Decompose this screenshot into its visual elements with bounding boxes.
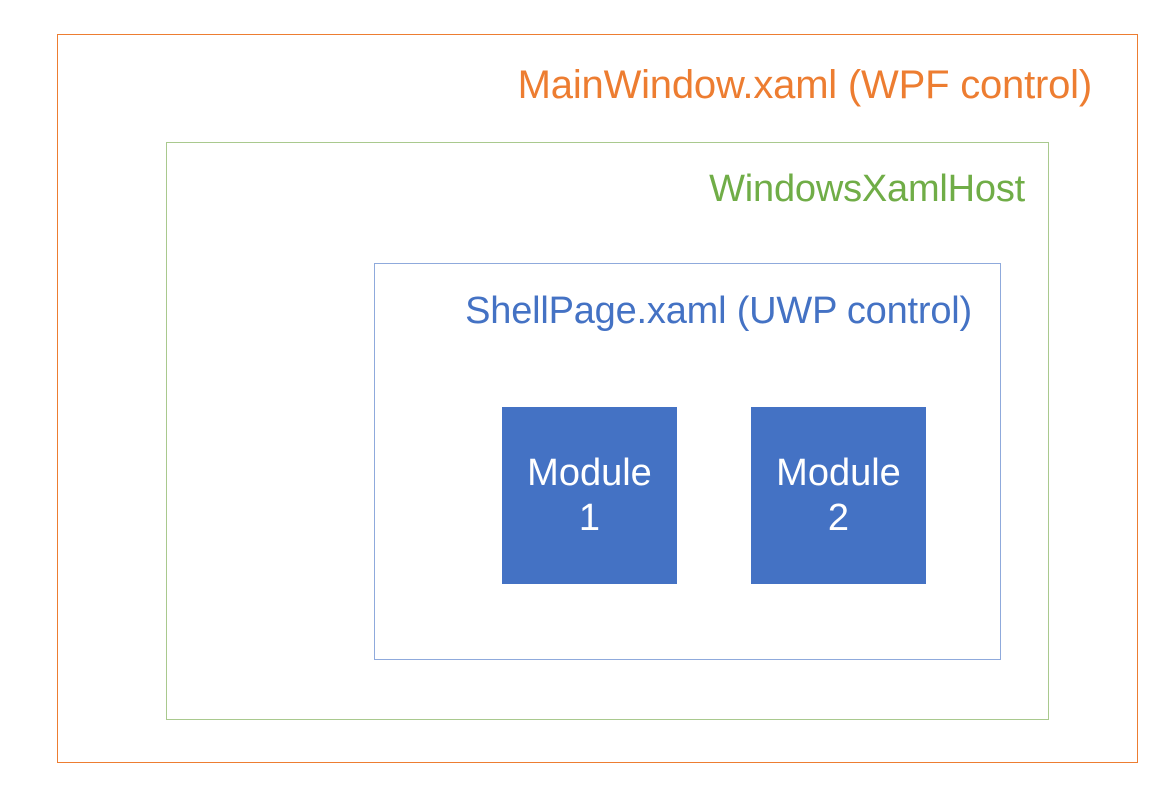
module-box-2: Module 2 (751, 407, 926, 584)
module-group: Module 1 Module 2 (502, 407, 1053, 584)
module-2-number: 2 (827, 496, 850, 539)
module-box-1: Module 1 (502, 407, 677, 584)
wpf-mainwindow-label: MainWindow.xaml (WPF control) (517, 63, 1093, 107)
module-1-name: Module (527, 451, 652, 494)
module-1-number: 1 (578, 496, 601, 539)
shellpage-container: ShellPage.xaml (UWP control) Module 1 Mo… (374, 263, 1001, 660)
shellpage-label: ShellPage.xaml (UWP control) (465, 290, 972, 332)
windowsxamlhost-container: WindowsXamlHost ShellPage.xaml (UWP cont… (166, 142, 1049, 720)
module-2-name: Module (776, 451, 901, 494)
wpf-mainwindow-container: MainWindow.xaml (WPF control) WindowsXam… (57, 34, 1138, 763)
windowsxamlhost-label: WindowsXamlHost (709, 168, 1025, 210)
